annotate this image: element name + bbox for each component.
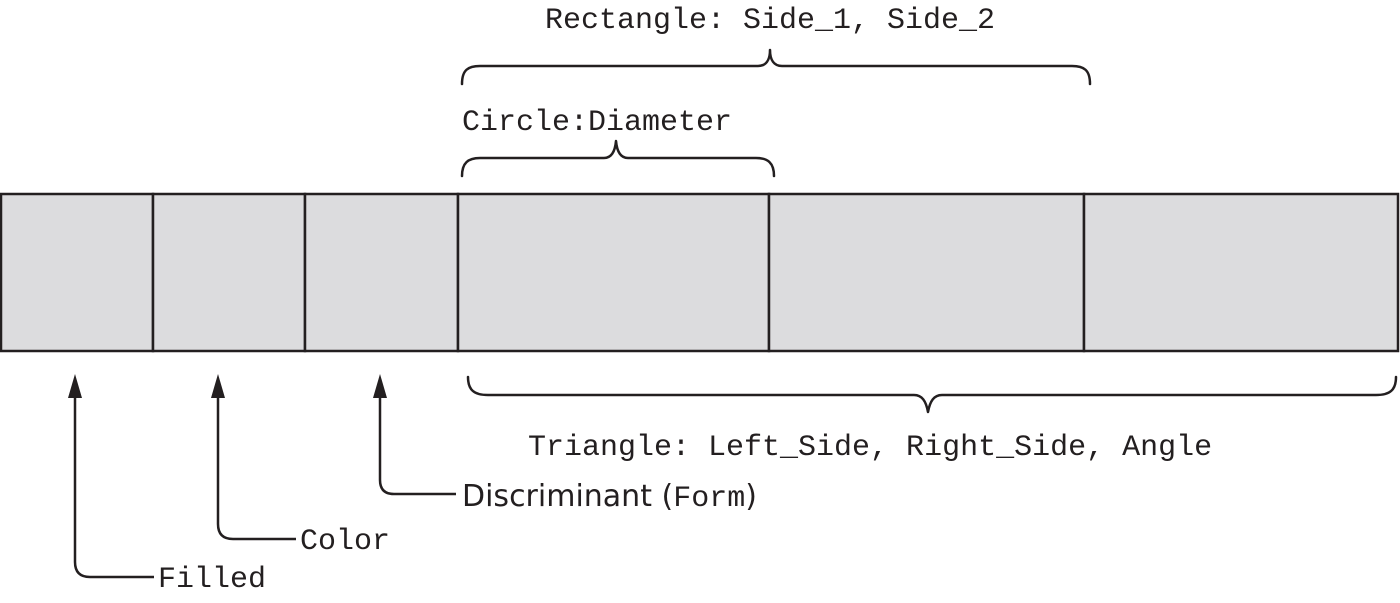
rectangle-brace — [460, 48, 1092, 86]
field-cell-variant-1 — [456, 192, 771, 353]
field-cell-variant-3 — [1082, 192, 1400, 353]
filled-label: Filled — [158, 563, 266, 597]
rectangle-label: Rectangle: Side_1, Side_2 — [545, 4, 995, 38]
circle-brace — [460, 139, 776, 178]
discriminant-label-code: Form — [673, 482, 745, 516]
discriminant-arrow-icon — [373, 374, 387, 398]
field-cell-filled — [0, 192, 155, 353]
discriminant-leader-line — [378, 392, 456, 496]
field-cell-form — [303, 192, 460, 353]
field-cell-variant-2 — [767, 192, 1086, 353]
triangle-brace — [466, 375, 1398, 414]
discriminant-label-suffix: ) — [745, 479, 757, 514]
field-cell-color — [151, 192, 307, 353]
triangle-label: Triangle: Left_Side, Right_Side, Angle — [528, 431, 1212, 465]
discriminant-pointer — [373, 374, 456, 496]
discriminant-label: Discriminant (Form) — [462, 479, 757, 516]
color-arrow-icon — [211, 374, 225, 398]
record-storage — [0, 192, 1400, 353]
color-label: Color — [300, 525, 390, 559]
color-leader-line — [216, 392, 296, 541]
discriminant-label-prefix: Discriminant ( — [462, 479, 673, 514]
circle-label: Circle:Diameter — [462, 106, 732, 140]
color-pointer — [211, 374, 296, 541]
filled-pointer — [68, 374, 154, 579]
filled-leader-line — [73, 392, 154, 579]
filled-arrow-icon — [68, 374, 82, 398]
